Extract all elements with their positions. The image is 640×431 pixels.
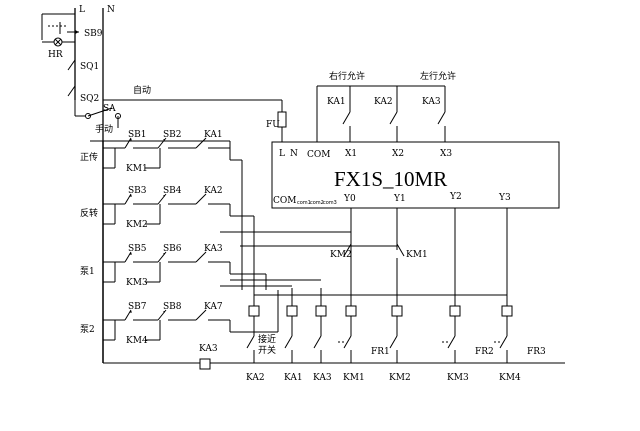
rung-name-2: 反转 (80, 207, 98, 219)
sb9-label: SB9 (84, 29, 103, 39)
ka-coil-icon (199, 358, 211, 370)
coil-icon-5 (391, 305, 403, 317)
plc-output-y1: Y1 (393, 194, 406, 204)
output-column-2: KA1 (284, 288, 303, 383)
output-column-1: KA2 (246, 288, 265, 383)
sq2-label: SQ2 (80, 94, 99, 104)
manual-label: 手动 (95, 123, 113, 135)
interlock-contact-2: KA2 (204, 186, 223, 196)
input-contact-1: KA1 (327, 86, 351, 142)
plc-output-y2: Y2 (449, 192, 462, 202)
proximity-switch-label: 接近开关 (258, 333, 276, 356)
plc-com1: com1 (297, 200, 311, 206)
plc-output-y0: Y0 (343, 194, 356, 204)
ka-coil-label: KA3 (199, 344, 218, 354)
coil-icon-7 (501, 305, 513, 317)
plc-input-x3: X3 (440, 149, 452, 159)
input-contact-label-2: KA2 (374, 97, 393, 107)
output-label-1: KA2 (246, 373, 265, 383)
output-label-5: KM2 (389, 373, 411, 383)
right-permit-label: 右行允许 (329, 70, 365, 82)
auto-label: 自动 (133, 84, 151, 96)
sa-selector-switch: SA 手动 自动 (74, 84, 151, 135)
coil-label-1: KM1 (126, 164, 148, 174)
stop-button-1: SB2 (163, 130, 182, 140)
fuse-label: FU (266, 120, 280, 130)
line-label: L (79, 5, 85, 15)
output-label-6: KM3 (447, 373, 469, 383)
output-column-3: KA3 (313, 288, 332, 383)
plc-output-com: COM (273, 196, 296, 206)
sq2-switch: SQ2 (67, 85, 99, 104)
rung-name-1: 正传 (80, 151, 98, 163)
output-label-2: KA1 (284, 373, 303, 383)
coil-icon-6 (449, 305, 461, 317)
plc-l-label: L (279, 149, 285, 159)
ka-coil-bottom: KA3 (103, 344, 565, 370)
output-label-3: KA3 (313, 373, 332, 383)
output-label-4: KM1 (343, 373, 365, 383)
plc-output-y3: Y3 (498, 193, 511, 203)
stop-button-3: SB6 (163, 244, 182, 254)
plc-com3: com3 (323, 200, 337, 206)
sb9-lamp-branch: SB9 HR (41, 13, 103, 60)
sb9-arrow-icon (75, 30, 79, 34)
plc-input-com: COM (307, 150, 330, 160)
interlock-contact-1: KA1 (204, 130, 223, 140)
km1-interlock: KM1 (396, 243, 428, 306)
coil-icon-2 (286, 305, 298, 317)
interlock-contact-4: KA7 (204, 302, 223, 312)
input-contact-3: KA3 (397, 85, 446, 142)
coil-label-3: KM3 (126, 278, 148, 288)
plc-n-label: N (290, 149, 298, 159)
km2-interlock-label: KM2 (330, 250, 352, 260)
thermal-label-6: FR2 (475, 347, 494, 357)
sq1-switch: SQ1 (67, 59, 99, 76)
sa-label: SA (103, 104, 116, 114)
neutral-label: N (107, 5, 115, 15)
left-permit-label: 左行允许 (420, 70, 456, 82)
output-column-5: KM2 (389, 288, 411, 383)
lamp-hr-label: HR (48, 50, 63, 60)
km1-interlock-label: KM1 (406, 250, 428, 260)
plc-input-x2: X2 (392, 149, 404, 159)
start-button-4: SB7 (128, 302, 147, 312)
thermal-label-4: FR1 (371, 347, 390, 357)
input-contact-2: KA2 (350, 85, 398, 142)
interlock-contact-3: KA3 (204, 244, 223, 254)
output-label-7: KM4 (499, 373, 521, 383)
start-button-2: SB3 (128, 186, 147, 196)
coil-label-4: KM4 (126, 336, 148, 346)
sq1-label: SQ1 (80, 62, 99, 72)
coil-icon-3 (315, 305, 327, 317)
thermal-label-7: FR3 (527, 347, 546, 357)
start-button-3: SB5 (128, 244, 147, 254)
plc-block (271, 141, 560, 209)
coil-icon-1 (248, 305, 260, 317)
input-contact-label-1: KA1 (327, 97, 346, 107)
coil-label-2: KM2 (126, 220, 148, 230)
start-button-1: SB1 (128, 130, 147, 140)
input-contacts: KA1 KA2 KA3 (327, 85, 446, 142)
rung-name-3: 泵1 (80, 266, 95, 277)
plc-input-x1: X1 (345, 149, 357, 159)
stop-button-2: SB4 (163, 186, 182, 196)
stop-button-4: SB8 (163, 302, 182, 312)
plc-model: FX1S_10MR (334, 167, 447, 191)
input-contact-label-3: KA3 (422, 97, 441, 107)
rung-name-4: 泵2 (80, 324, 95, 335)
plc-com2: com2 (310, 200, 324, 206)
coil-icon-4 (345, 305, 357, 317)
